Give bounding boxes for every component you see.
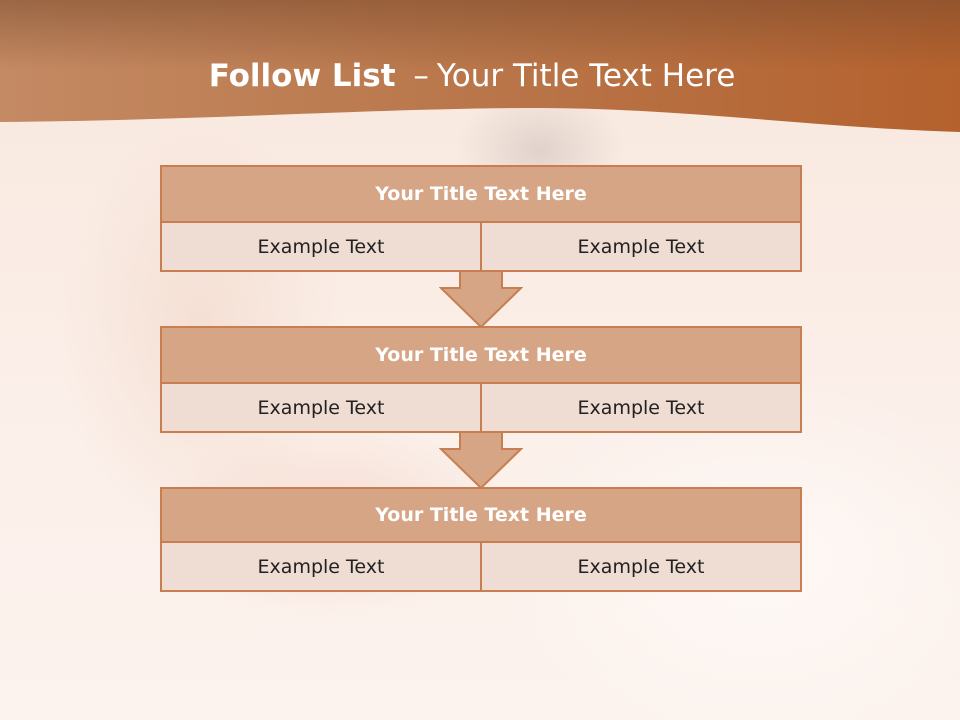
- block-cell-left: Example Text: [160, 384, 482, 433]
- down-arrow-icon: [439, 270, 523, 329]
- block-cell-left: Example Text: [160, 543, 482, 592]
- title-separator: –: [413, 58, 429, 94]
- block-title: Your Title Text Here: [160, 326, 802, 384]
- block-title: Your Title Text Here: [160, 165, 802, 223]
- block-row: Example Text Example Text: [160, 223, 802, 272]
- slide-title: Follow List –Your Title Text Here: [0, 54, 944, 98]
- header-band: [0, 0, 960, 132]
- block-cell-right: Example Text: [482, 384, 802, 433]
- list-block-1: Your Title Text Here Example Text Exampl…: [160, 165, 802, 272]
- block-row: Example Text Example Text: [160, 384, 802, 433]
- title-bold: Follow List: [208, 58, 396, 94]
- list-block-2: Your Title Text Here Example Text Exampl…: [160, 326, 802, 433]
- block-cell-right: Example Text: [482, 223, 802, 272]
- list-block-3: Your Title Text Here Example Text Exampl…: [160, 487, 802, 592]
- block-cell-right: Example Text: [482, 543, 802, 592]
- down-arrow-icon: [439, 431, 523, 490]
- title-rest: Your Title Text Here: [436, 58, 736, 94]
- block-row: Example Text Example Text: [160, 543, 802, 592]
- block-title: Your Title Text Here: [160, 487, 802, 543]
- block-cell-left: Example Text: [160, 223, 482, 272]
